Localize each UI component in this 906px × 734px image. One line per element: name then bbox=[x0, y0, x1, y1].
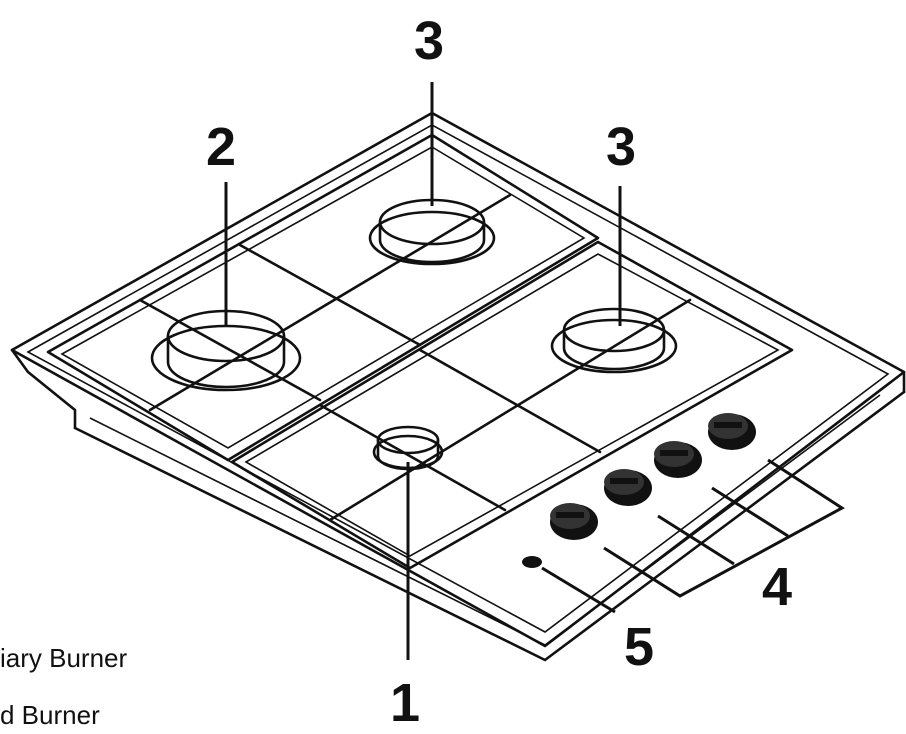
legend-line-2: d Burner bbox=[0, 700, 100, 730]
leader-lines bbox=[224, 82, 845, 660]
knob-3 bbox=[654, 441, 702, 478]
legend-line-1: iary Burner bbox=[0, 643, 128, 673]
knob-4 bbox=[708, 413, 756, 450]
knob-1 bbox=[550, 503, 598, 540]
pan-support-right bbox=[230, 240, 794, 570]
burner-right bbox=[550, 307, 678, 374]
callout-number-5: 5 bbox=[624, 617, 655, 677]
control-knobs bbox=[550, 413, 756, 540]
callout-number-1: 1 bbox=[390, 673, 421, 733]
callout-number-3-right: 3 bbox=[606, 117, 637, 177]
knob-2 bbox=[604, 469, 652, 506]
callout-number-4: 4 bbox=[762, 557, 793, 617]
ignition-button bbox=[522, 556, 542, 568]
burner-rear-center bbox=[368, 198, 496, 266]
pan-support-left bbox=[46, 133, 600, 462]
callout-number-2: 2 bbox=[206, 117, 237, 177]
hob-plate bbox=[10, 111, 906, 662]
callout-number-3-rear: 3 bbox=[414, 11, 445, 71]
